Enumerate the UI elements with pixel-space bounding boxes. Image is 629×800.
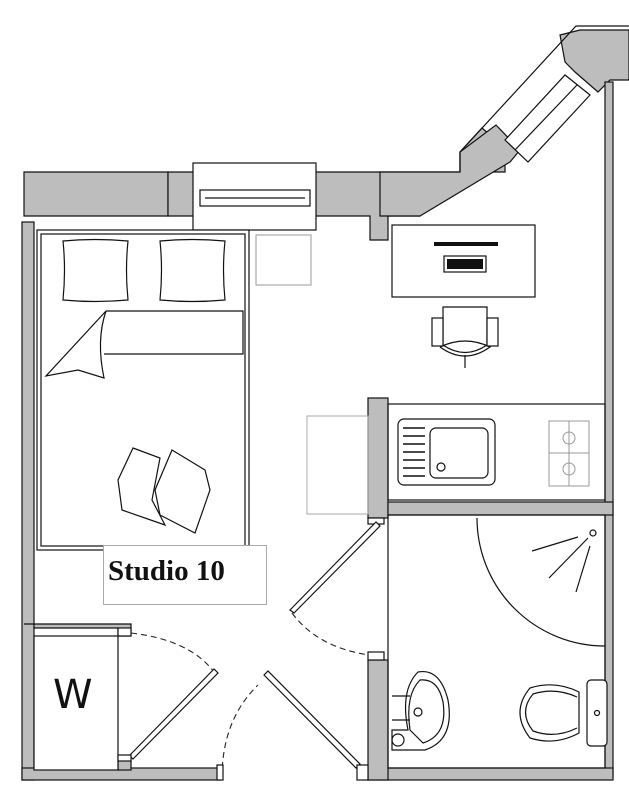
pillow: [62, 238, 129, 303]
desk: [391, 224, 536, 298]
kitchen-bath-wall: [387, 501, 614, 516]
wardrobe-top-wall: [24, 623, 132, 637]
bathroom-door[interactable]: [289, 517, 385, 661]
washbasin: [391, 670, 450, 751]
window-diagonal: [504, 74, 591, 163]
room-label: Studio 10: [108, 555, 225, 587]
room-label-box: [103, 545, 267, 605]
fridge: [306, 415, 369, 515]
kitchen-counter: [387, 403, 606, 501]
top-right-wall: [559, 29, 629, 93]
shower: [476, 517, 606, 647]
entrance-door[interactable]: [216, 670, 369, 781]
right-wall: [604, 81, 614, 778]
bed: [36, 229, 250, 551]
wardrobe-label: W: [53, 672, 93, 718]
toilet: [519, 679, 608, 747]
bottom-right-wall: [367, 767, 614, 781]
duvet-fold: [44, 310, 107, 379]
left-wall: [21, 221, 35, 781]
diagonal-outer-line: [459, 25, 629, 172]
pillow: [159, 238, 226, 303]
nightstand: [255, 234, 312, 286]
cushion: [154, 449, 211, 534]
kitchen-partition: [367, 397, 389, 519]
monitor: [434, 242, 498, 246]
top-left-wall: [23, 171, 169, 217]
hob: [548, 420, 590, 487]
bathroom-left-wall: [367, 659, 389, 781]
diagonal-wall-pillar: [379, 124, 521, 217]
sink: [397, 418, 496, 486]
cushion: [117, 447, 167, 527]
bathroom-outline: [387, 514, 606, 769]
desk-chair: [431, 306, 499, 368]
duvet: [104, 310, 244, 355]
wardrobe-outline: [33, 635, 119, 771]
wardrobe-door[interactable]: [117, 627, 219, 762]
window-top: [192, 162, 317, 231]
